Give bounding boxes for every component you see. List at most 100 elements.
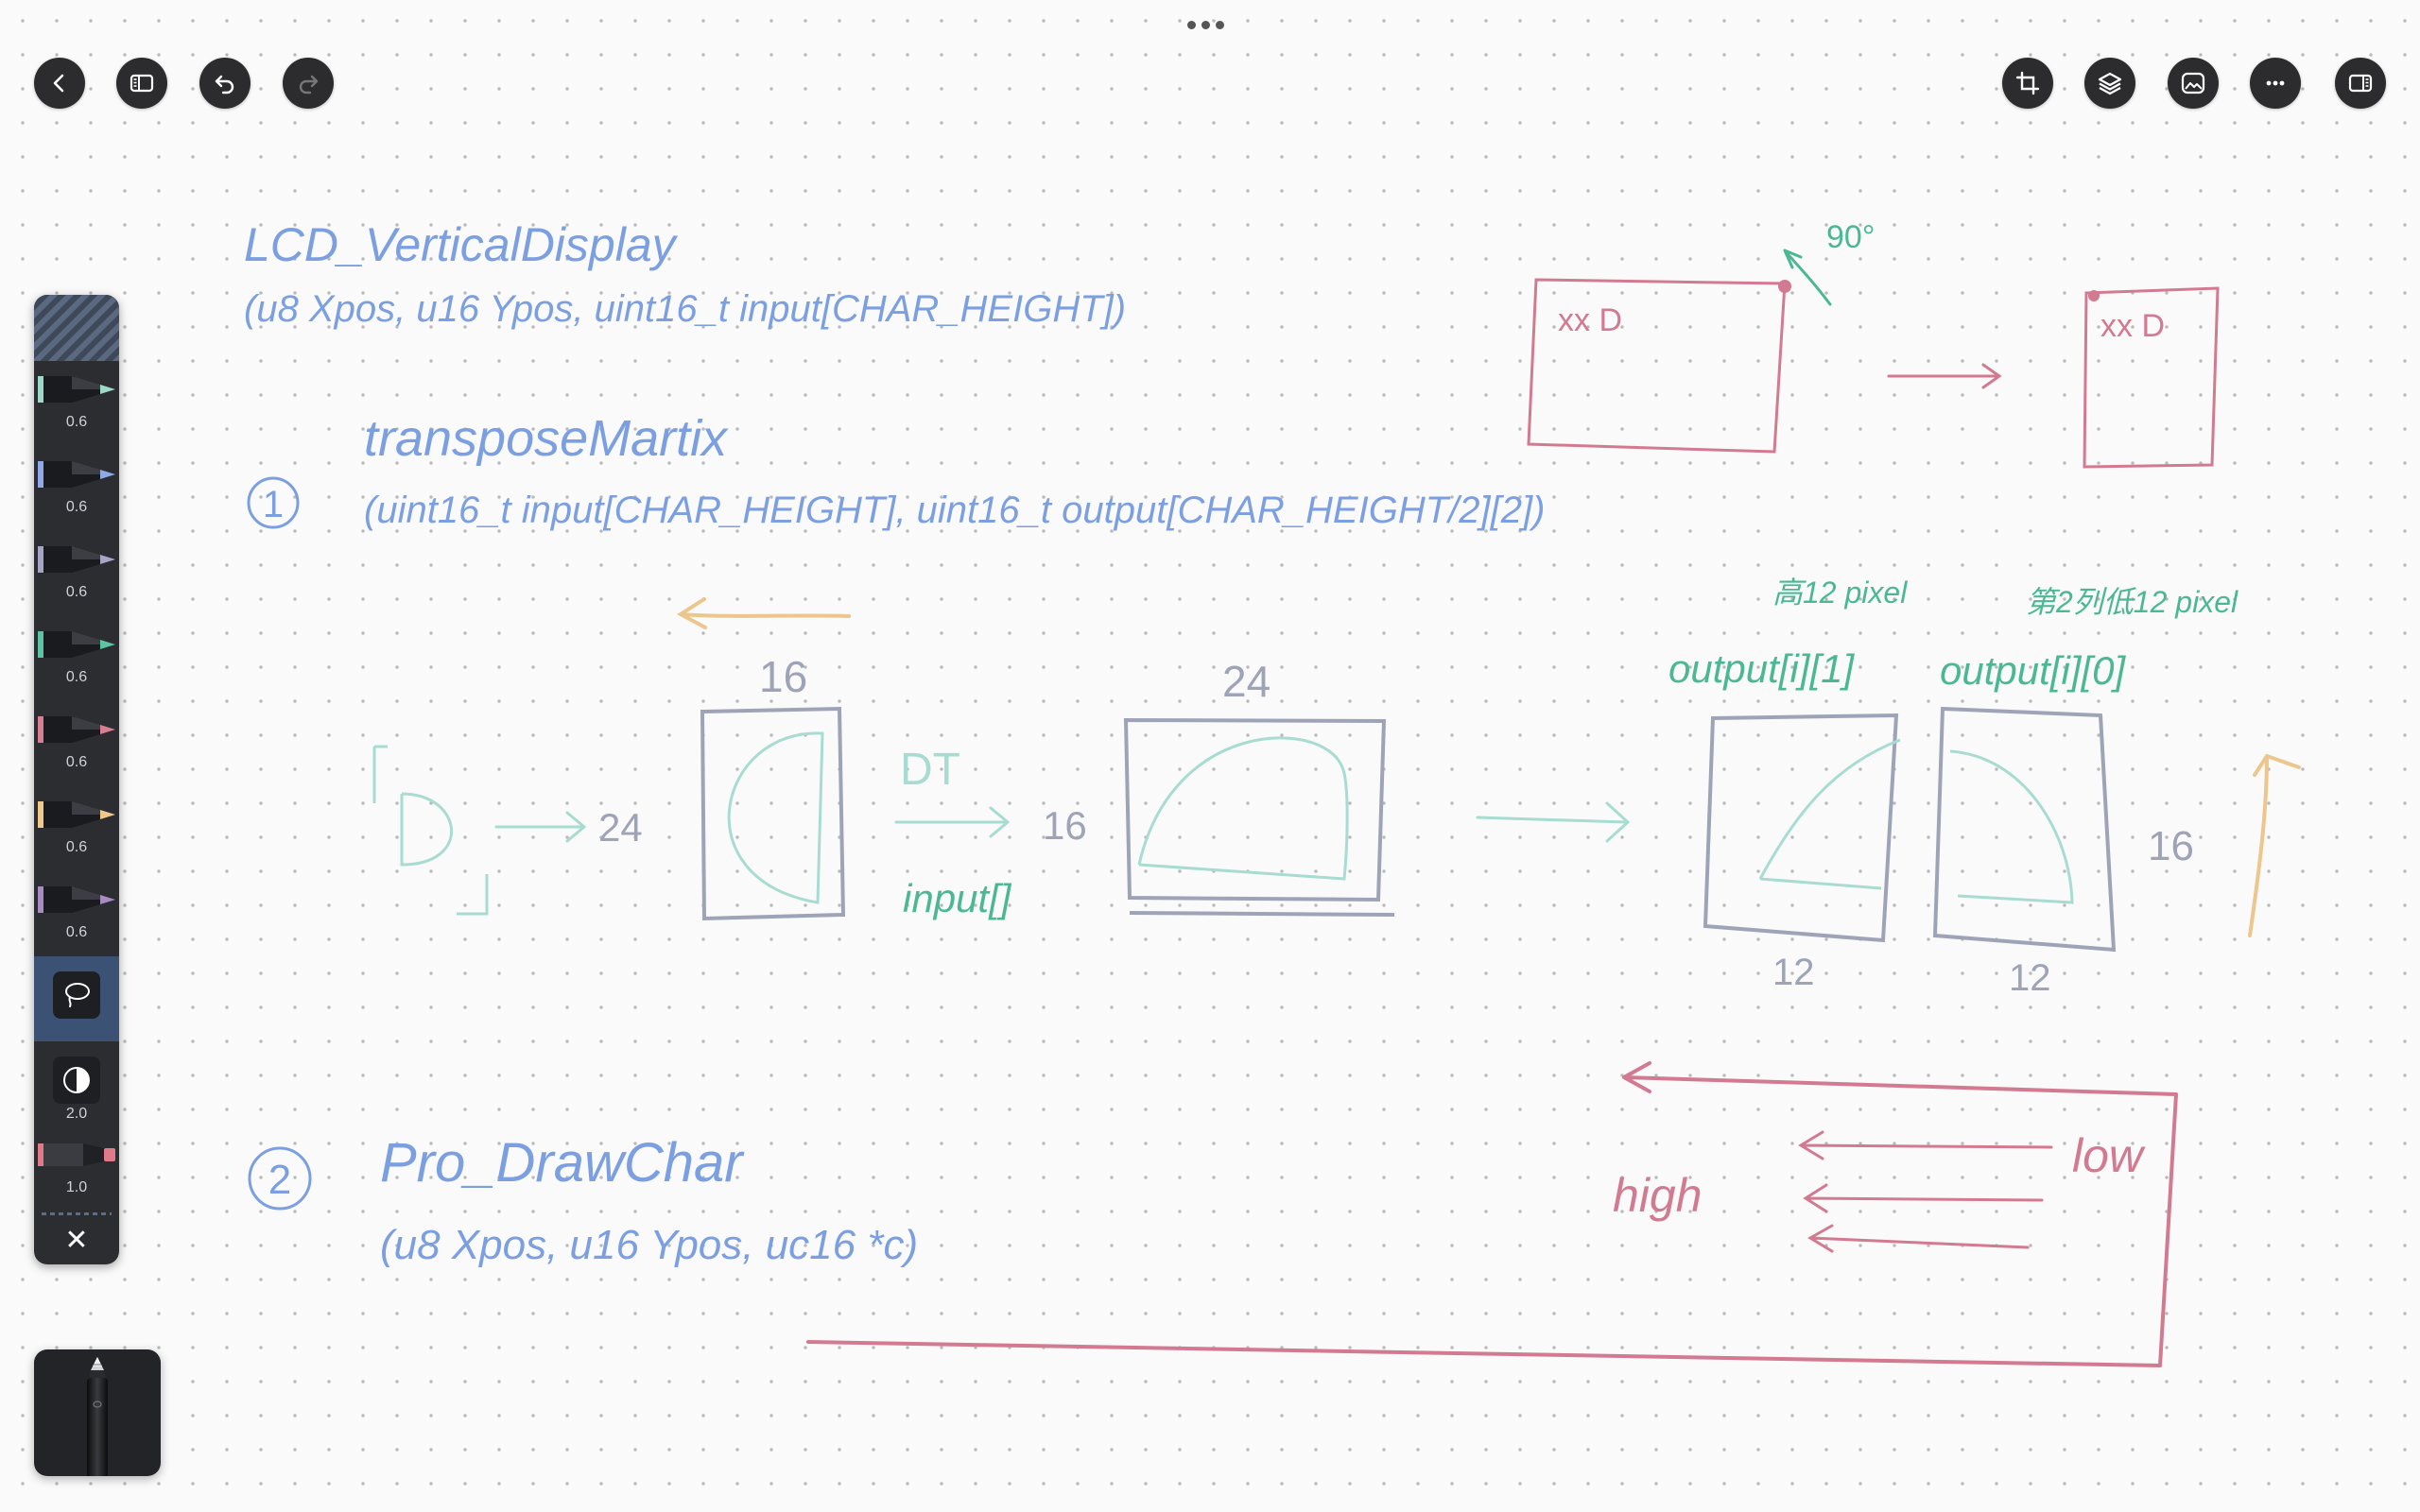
- loop-arrow: [806, 1061, 2178, 1367]
- box1-curve: [727, 731, 824, 904]
- box-24x16: [1123, 717, 1387, 902]
- pen-6[interactable]: 0.6: [34, 786, 119, 871]
- pen-icon: [38, 886, 115, 913]
- output1-box: [1703, 713, 1899, 943]
- eraser-tool-box: [53, 1057, 100, 1104]
- label-16-top: 16: [759, 652, 807, 701]
- width-12-a: 12: [1772, 952, 1815, 993]
- label-16-side: 16: [1043, 803, 1087, 848]
- pen-size: 0.6: [65, 414, 88, 430]
- image-icon: [2181, 72, 2205, 94]
- rotation-angle: 90°: [1826, 219, 1875, 255]
- label-24-top: 24: [1222, 657, 1270, 706]
- layers-button[interactable]: [2084, 58, 2135, 109]
- output1-curve: [1758, 738, 1901, 890]
- label-high: high: [1613, 1169, 1703, 1222]
- input-label: input[]: [903, 876, 1012, 920]
- direction-arrow-orange: [677, 597, 851, 629]
- palette-divider: [42, 1212, 112, 1215]
- label-low: low: [2072, 1129, 2146, 1182]
- more-button[interactable]: [2250, 58, 2301, 109]
- dt-label: DT: [900, 745, 960, 795]
- out1-label: output[i][1]: [1668, 646, 1855, 691]
- redo-button[interactable]: [283, 58, 334, 109]
- pen-5[interactable]: 0.6: [34, 701, 119, 786]
- pen-icon: [38, 376, 115, 403]
- output2-curve: [1949, 749, 2074, 904]
- ellipsis-icon: [2266, 80, 2285, 86]
- window-handle-dots[interactable]: [1187, 21, 1224, 29]
- arrow-2: [894, 806, 1011, 838]
- redo-icon: [299, 75, 319, 94]
- lasso-tool[interactable]: [34, 956, 119, 1041]
- chevron-left-icon: [53, 74, 64, 93]
- function1-name: LCD_VerticalDisplay: [244, 218, 679, 271]
- eraser-icon: [63, 1067, 90, 1093]
- step1-circle: [247, 476, 300, 529]
- landscape-box-text: xx D: [1558, 302, 1622, 338]
- rotate-arrow: [1887, 363, 2002, 389]
- lasso-tool-box: [53, 971, 100, 1019]
- pen-size: 0.6: [65, 924, 88, 940]
- direction-arrow-up: [2248, 753, 2301, 937]
- pen-icon: [38, 716, 115, 743]
- pen-icon: [38, 631, 115, 658]
- arrow-3: [1476, 801, 1631, 843]
- box2-curve: [1137, 736, 1349, 881]
- pen-2[interactable]: 0.6: [34, 446, 119, 531]
- shift-arrow-3: [1807, 1224, 2030, 1253]
- label-16-right: 16: [2148, 823, 2194, 869]
- marker-pen[interactable]: 1.0: [34, 1126, 119, 1211]
- pencil-tool-button[interactable]: [34, 1349, 161, 1476]
- glyph-corner: [457, 874, 489, 916]
- out2-label: output[i][0]: [1940, 648, 2126, 693]
- shift-arrow-1: [1798, 1130, 2053, 1160]
- arrow-1: [494, 811, 587, 843]
- landscape-box: [1527, 278, 1787, 454]
- out2-note: 第2列低12 pixel: [2026, 585, 2238, 619]
- sidebar-icon: [130, 74, 154, 93]
- step2-name: Pro_DrawChar: [380, 1132, 745, 1194]
- function1-params: (u8 Xpos, u16 Ypos, uint16_t input[CHAR_…: [244, 288, 1126, 330]
- pen-icon: [38, 801, 115, 828]
- portrait-box-text: xx D: [2100, 308, 2165, 344]
- pen-size: 0.6: [65, 584, 88, 600]
- portrait-box: [2083, 286, 2220, 469]
- pen-size: 0.6: [65, 839, 88, 855]
- pen-1[interactable]: 0.6: [34, 361, 119, 446]
- glyph-d: [400, 792, 454, 867]
- pen-size: 0.6: [65, 499, 88, 515]
- back-button[interactable]: [34, 58, 85, 109]
- insert-image-button[interactable]: [2168, 58, 2219, 109]
- pen-4[interactable]: 0.6: [34, 616, 119, 701]
- pen-icon: [38, 461, 115, 488]
- step1-number: 1: [263, 484, 284, 525]
- eraser-tool[interactable]: 2.0: [34, 1041, 119, 1126]
- sidebar-toggle-button[interactable]: [116, 58, 167, 109]
- corner-dot: [1778, 280, 1791, 293]
- step2-number: 2: [268, 1157, 291, 1203]
- output2-box: [1932, 706, 2117, 953]
- portrait-corner-dot: [2088, 290, 2100, 301]
- panel-toggle-button[interactable]: [2335, 58, 2386, 109]
- undo-button[interactable]: [199, 58, 251, 109]
- palette-header[interactable]: [34, 295, 119, 361]
- eraser-size: 2.0: [65, 1106, 88, 1122]
- shift-arrow-2: [1803, 1183, 2044, 1213]
- close-palette-button[interactable]: ✕: [64, 1224, 89, 1257]
- step2-params: (u8 Xpos, u16 Ypos, uc16 *c): [380, 1222, 918, 1268]
- pen-list: 0.6 0.6 0.6 0.6 0.6 0.6 0.6: [34, 361, 119, 956]
- pen-7[interactable]: 0.6: [34, 871, 119, 956]
- crop-button[interactable]: [2002, 58, 2053, 109]
- label-24-a: 24: [598, 805, 643, 850]
- step1-params: (uint16_t input[CHAR_HEIGHT], uint16_t o…: [364, 490, 1545, 531]
- step1-name: transposeMartix: [364, 410, 729, 467]
- step2-circle: [248, 1146, 312, 1211]
- pen-3[interactable]: 0.6: [34, 531, 119, 616]
- pen-size: 0.6: [65, 754, 88, 770]
- layers-icon: [2098, 72, 2122, 95]
- out1-note: 高12 pixel: [1772, 576, 1908, 610]
- glyph-mark: [372, 745, 388, 803]
- rotation-arrow: [1783, 249, 1832, 306]
